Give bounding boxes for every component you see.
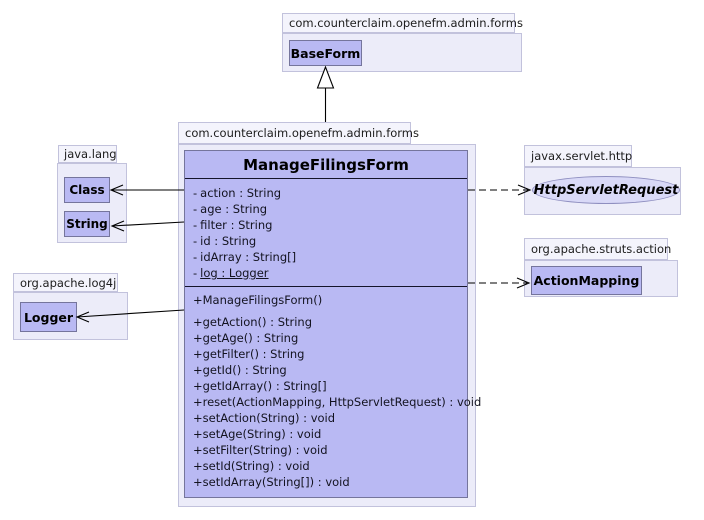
method-row-setidarray: +setIdArray(String[]) : void [193,475,350,489]
method-row-reset: +reset(ActionMapping, HttpServletRequest… [193,395,482,409]
method-row-setage: +setAge(String) : void [193,427,322,441]
class-name: ActionMapping [533,273,640,288]
class-name: Class [69,183,105,197]
class-box-baseform: BaseForm [289,40,362,66]
method-row-getidarray: +getIdArray() : String[] [193,379,327,393]
method-row-getfilter: +getFilter() : String [193,347,305,361]
field-row-idarray: -idArray : String[] [193,250,297,264]
method-row-setid: +setId(String) : void [193,459,310,473]
class-box-managefilingsform: ManageFilingsForm -action : String -age … [184,150,482,498]
methods-compartment: +ManageFilingsForm() +getAction() : Stri… [185,287,482,490]
field-row-action: -action : String [193,186,282,200]
package-tab-log4j: org.apache.log4j [13,273,118,292]
field-row-id: -id : String [193,234,257,248]
class-box-actionmapping: ActionMapping [531,266,642,295]
class-box-logger: Logger [20,302,77,332]
class-title: ManageFilingsForm [185,151,467,179]
dependency-arrow-actionmapping [468,277,531,289]
method-row-setaction: +setAction(String) : void [193,411,336,425]
package-tab-forms-top: com.counterclaim.openefm.admin.forms [282,13,523,33]
class-box-string: String [64,211,110,237]
package-name: javax.servlet.http [531,149,633,163]
field-row-filter: -filter : String [193,218,273,232]
class-name: Logger [23,309,74,325]
package-name: org.apache.struts.action [531,242,672,256]
class-name: String [66,217,108,231]
constructor-row: +ManageFilingsForm() [193,293,323,307]
package-tab-servlet: javax.servlet.http [524,145,632,167]
package-tab-struts: org.apache.struts.action [524,238,672,260]
class-name: BaseForm [290,45,361,61]
interface-ellipse-httpservletrequest: HttpServletRequest [532,176,680,204]
field-row-log-static: -log : Logger [193,266,269,280]
method-row-setfilter: +setFilter(String) : void [193,443,328,457]
package-tab-java-lang: java.lang [58,145,117,163]
package-name: com.counterclaim.openefm.admin.forms [289,16,524,30]
field-row-age: -age : String [193,202,268,216]
package-name: com.counterclaim.openefm.admin.forms [185,126,420,140]
class-box-class: Class [64,177,110,203]
package-tab-forms-main: com.counterclaim.openefm.admin.forms [178,122,419,144]
fields-compartment: -action : String -age : String -filter :… [185,179,467,287]
method-row-getid: +getId() : String [193,363,287,377]
package-name: org.apache.log4j [20,275,117,290]
dependency-arrow-httpservletrequest [468,184,532,196]
method-row-getage: +getAge() : String [193,331,299,345]
interface-name: HttpServletRequest [533,182,679,198]
method-row-getaction: +getAction() : String [193,315,313,329]
package-name: java.lang [64,147,117,161]
generalization-arrow-baseform [316,65,335,122]
